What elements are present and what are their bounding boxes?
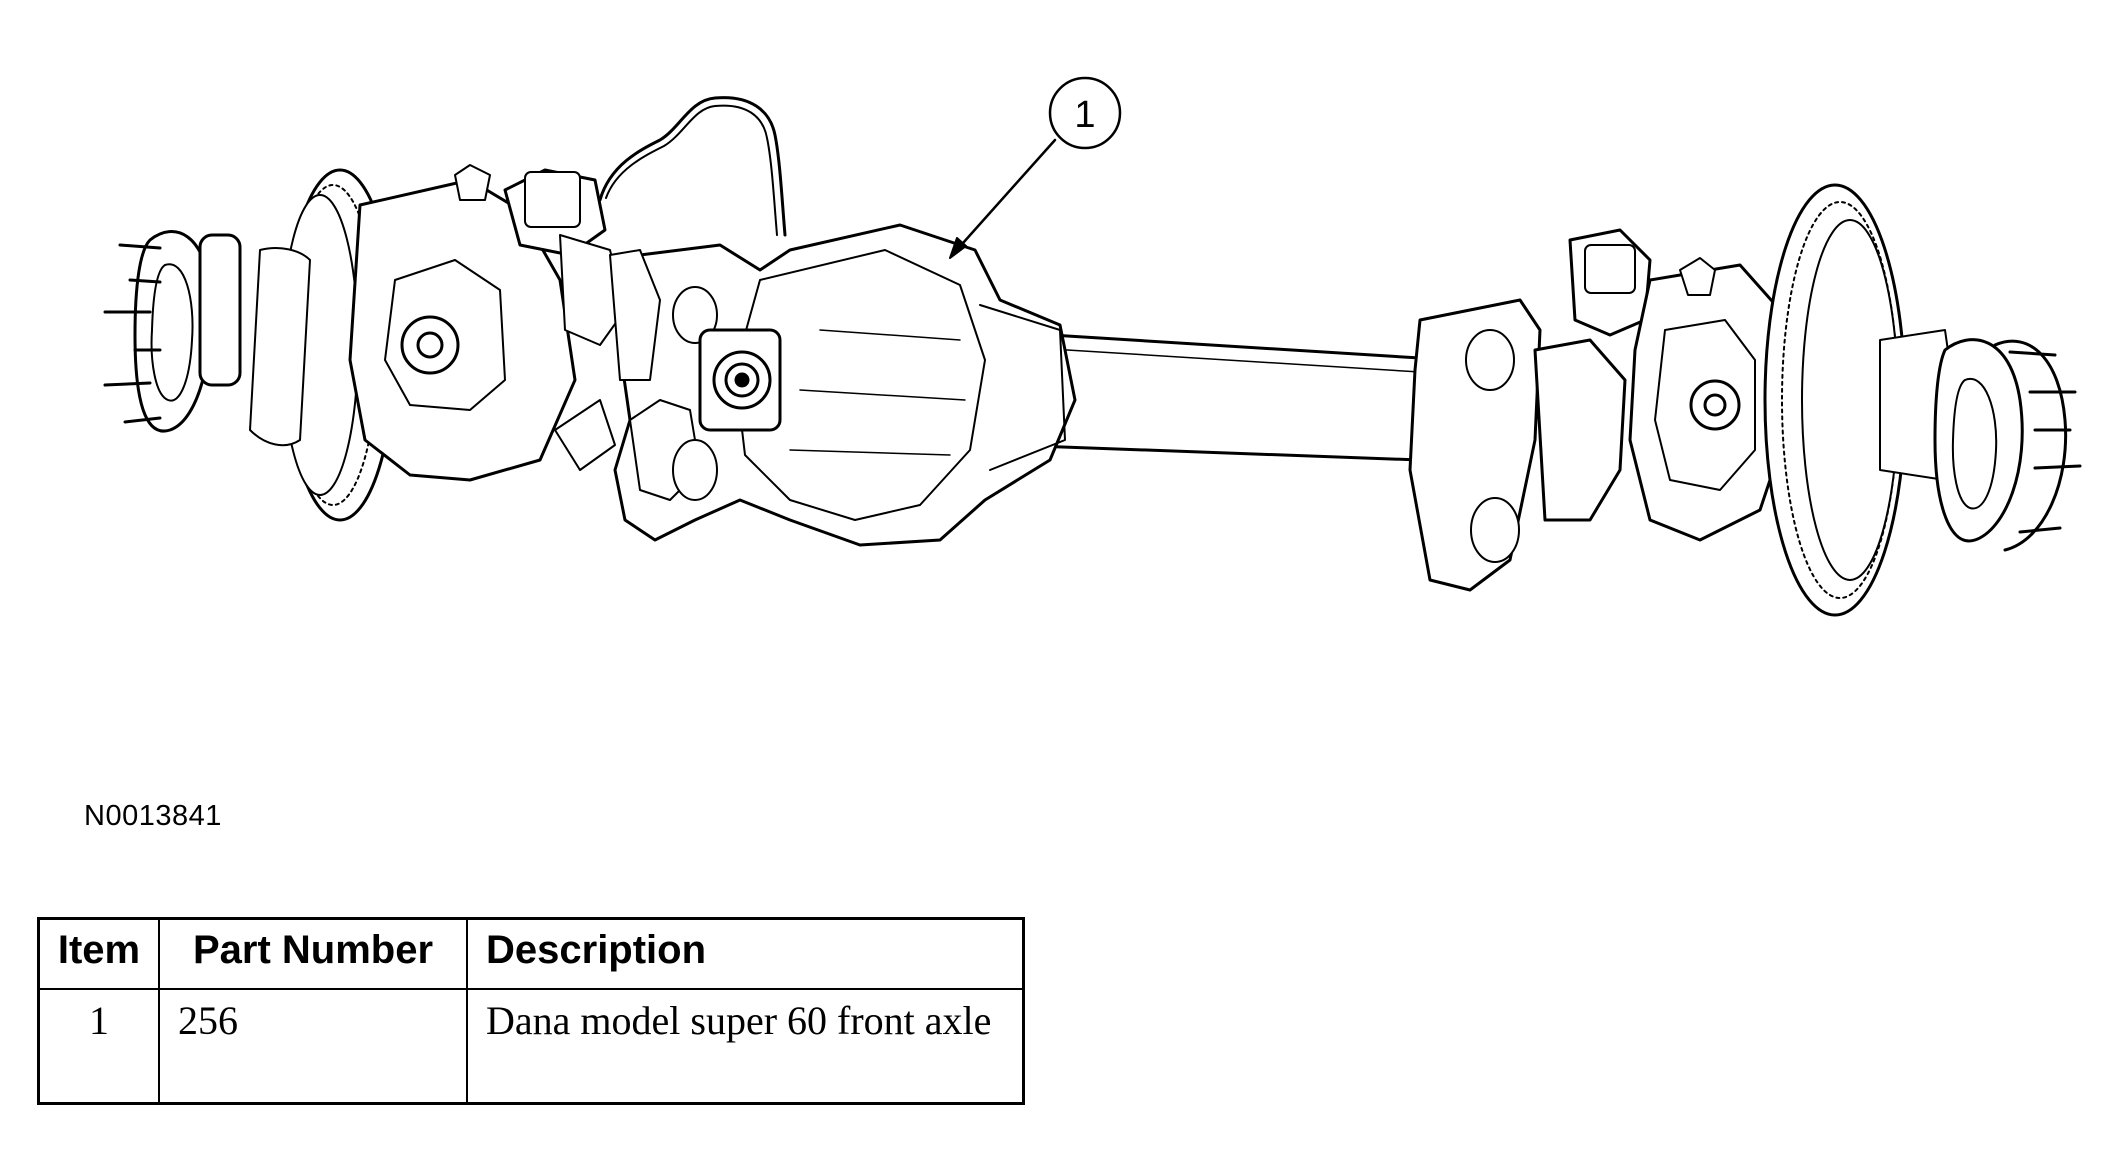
cell-description: Dana model super 60 front axle (466, 988, 1025, 1105)
callout-balloon-1: 1 (1048, 76, 1122, 150)
left-knuckle-assembly (348, 164, 626, 482)
callout-label: 1 (1074, 94, 1095, 136)
cell-part-number: 256 (158, 988, 468, 1105)
vent-hose (598, 96, 787, 237)
right-wheel-hub (1933, 338, 2082, 552)
pinion-yoke (698, 328, 782, 432)
right-brake-rotor (1763, 183, 1956, 617)
figure-id: N0013841 (84, 800, 222, 832)
header-item: Item (37, 917, 160, 990)
left-wheel-hub (103, 230, 242, 433)
callout-leader (949, 138, 1057, 259)
header-description: Description (466, 917, 1025, 990)
header-part-number: Part Number (158, 917, 468, 990)
table-row: 1 256 Dana model super 60 front axle (37, 988, 1025, 1105)
right-knuckle-assembly (1408, 228, 1792, 592)
cell-item: 1 (37, 988, 160, 1105)
differential-housing (609, 223, 1077, 547)
axle-diagram: 1 (103, 76, 2082, 617)
parts-table: Item Part Number Description 1 256 Dana … (37, 917, 1025, 1105)
table-header-row: Item Part Number Description (37, 917, 1025, 990)
axle-tube (1033, 332, 1422, 462)
